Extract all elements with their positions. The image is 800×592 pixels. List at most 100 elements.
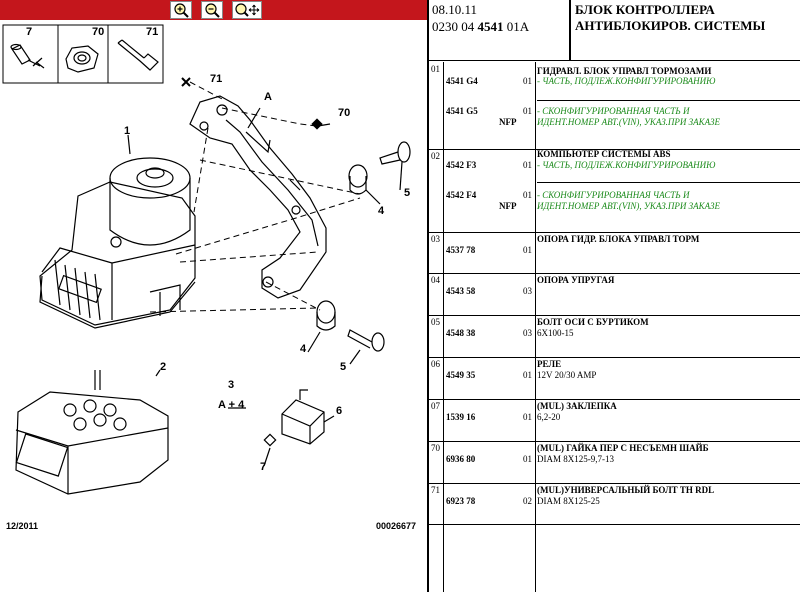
parts-header: 08.10.11 0230 04 4541 01A БЛОК КОНТРОЛЛЕ…: [429, 0, 800, 61]
part-70-marker: [311, 118, 323, 130]
filler-col-num: [429, 525, 444, 592]
exploded-parts-diagram: 7 70 71 1 2 3 A + 4 4 4 5 5 6 7 70 71 A: [2, 24, 411, 495]
part-ref[interactable]: 1539 16: [446, 412, 476, 422]
parts-row-70[interactable]: 70 6936 80 01 (MUL) ГАЙКА ПЕР С НЕСЪЕМН …: [429, 441, 800, 484]
part-6-relay: [281, 389, 325, 445]
part-ref[interactable]: 6936 80: [446, 454, 476, 464]
callout-5-upper: 5: [404, 187, 410, 199]
part-qty: 01: [523, 370, 532, 380]
parts-row-06[interactable]: 06 4549 35 01 РЕЛЕ 12V 20/30 AMP: [429, 357, 800, 400]
part-note: - ЧАСТЬ, ПОДЛЕЖ.КОНФИГУРИРОВАНИЮ: [537, 160, 716, 170]
part-1-abs-assembly: [39, 157, 196, 329]
item-number: 06: [431, 359, 440, 369]
part-5-upper-bolt: [379, 141, 411, 165]
parts-row-03[interactable]: 03 4537 78 01 ОПОРА ГИДР. БЛОКА УПРАВЛ Т…: [429, 232, 800, 274]
part-title: ОПОРА УПРУГАЯ: [537, 275, 615, 285]
title-line-2: АНТИБЛОКИРОВ. СИСТЕМЫ: [575, 18, 766, 33]
part-note: - СКОНФИГУРИРОВАННАЯ ЧАСТЬ И: [537, 106, 690, 116]
item-number: 71: [431, 485, 440, 495]
part-ref[interactable]: 4541 G4: [446, 76, 478, 86]
part-desc: DIAM 8X125-9,7-13: [537, 454, 614, 464]
ref-prefix: 0230 04: [432, 19, 475, 34]
parts-row-07[interactable]: 07 1539 16 01 (MUL) ЗАКЛЕПКА 6,2-20: [429, 399, 800, 442]
item-number: 02: [431, 151, 440, 161]
header-meta: 08.10.11 0230 04 4541 01A: [429, 0, 571, 60]
callout-71: 71: [210, 73, 222, 85]
magnifier-plus-icon: [174, 3, 189, 18]
parts-list-pane: 08.10.11 0230 04 4541 01A БЛОК КОНТРОЛЛЕ…: [429, 0, 800, 592]
part-4-upper-mount: [348, 164, 368, 195]
parts-row-04[interactable]: 04 4543 58 03 ОПОРА УПРУГАЯ: [429, 273, 800, 316]
part-qty: 01: [523, 160, 532, 170]
callout-4-lower: 4: [300, 343, 307, 355]
part-title: ГИДРАВЛ. БЛОК УПРАВЛ ТОРМОЗАМИ: [537, 66, 712, 76]
ref-bold: 4541: [477, 19, 504, 34]
part-7-rivet: [263, 433, 277, 447]
header-title: БЛОК КОНТРОЛЛЕРА АНТИБЛОКИРОВ. СИСТЕМЫ: [575, 2, 765, 34]
item-number: 05: [431, 317, 440, 327]
part-71-marker: [181, 77, 191, 87]
diagram-pane: 7 70 71 1 2 3 A + 4 4 4 5 5 6 7 70 71 A …: [0, 0, 427, 531]
part-title: КОМПЬЮТЕР СИСТЕМЫ ABS: [537, 149, 671, 159]
part-qty: 01: [523, 412, 532, 422]
part-ref[interactable]: 6923 78: [446, 496, 476, 506]
callout-A: A: [264, 91, 272, 103]
item-number: 04: [431, 275, 440, 285]
part-ref[interactable]: 4542 F4: [446, 190, 477, 200]
part-ref[interactable]: 4537 78: [446, 245, 476, 255]
part-title: БОЛТ ОСИ С БУРТИКОМ: [537, 317, 649, 327]
legend-item-71: [107, 24, 164, 84]
parts-row-05[interactable]: 05 4548 38 03 БОЛТ ОСИ С БУРТИКОМ 6X100-…: [429, 315, 800, 358]
part-qty: 01: [523, 454, 532, 464]
part-title: РЕЛЕ: [537, 359, 562, 369]
ref-suffix: 01A: [506, 19, 530, 34]
pane-divider: [427, 0, 429, 592]
part-qty: 02: [523, 496, 532, 506]
drawing-number: 00026677: [376, 521, 417, 531]
callout-3-sub: A + 4: [218, 399, 245, 411]
item-number: 07: [431, 401, 440, 411]
filler-col-qty: [521, 525, 536, 592]
part-desc: 6,2-20: [537, 412, 561, 422]
part-note: ИДЕНТ.НОМЕР АВТ.(VIN), УКАЗ.ПРИ ЗАКАЗЕ: [537, 201, 720, 211]
part-5-lower-bolt: [347, 329, 385, 352]
parts-row-02[interactable]: 02 4542 F3 01 КОМПЬЮТЕР СИСТЕМЫ ABS - ЧА…: [429, 149, 800, 233]
item-number: 03: [431, 234, 440, 244]
callout-5-lower: 5: [340, 361, 346, 373]
part-ref[interactable]: 4549 35: [446, 370, 476, 380]
part-qty: 01: [523, 245, 532, 255]
legend-label-7: 7: [26, 26, 32, 38]
part-desc: 6X100-15: [537, 328, 574, 338]
date-code: 12/2011: [6, 521, 39, 531]
title-line-1: БЛОК КОНТРОЛЛЕРА: [575, 2, 715, 17]
part-ref[interactable]: 4548 38: [446, 328, 476, 338]
callout-6: 6: [336, 405, 342, 417]
callout-7: 7: [260, 461, 266, 473]
magnifier-minus-icon: [205, 3, 220, 18]
pan-button[interactable]: [232, 1, 262, 19]
callout-3: 3: [228, 379, 234, 391]
callout-70: 70: [338, 107, 350, 119]
parts-row-01[interactable]: 01 4541 G4 01 ГИДРАВЛ. БЛОК УПРАВЛ ТОРМО…: [429, 62, 800, 150]
part-title: (MUL) ГАЙКА ПЕР С НЕСЪЕМН ШАЙБ: [537, 443, 709, 453]
part-desc: DIAM 8X125-25: [537, 496, 600, 506]
part-note: ИДЕНТ.НОМЕР АВТ.(VIN), УКАЗ.ПРИ ЗАКАЗЕ: [537, 117, 720, 127]
part-ref[interactable]: 4542 F3: [446, 160, 477, 170]
part-ref[interactable]: 4541 G5: [446, 106, 478, 116]
legend-label-71: 71: [146, 26, 158, 38]
part-note: - ЧАСТЬ, ПОДЛЕЖ.КОНФИГУРИРОВАНИЮ: [537, 76, 716, 86]
nfp-flag: NFP: [499, 201, 517, 211]
zoom-out-button[interactable]: [201, 1, 223, 19]
part-2-base-unit: [15, 370, 169, 495]
callout-2: 2: [160, 361, 166, 373]
part-qty: 01: [523, 106, 532, 116]
magnifier-pan-icon: [235, 3, 260, 17]
part-A-bracket: [189, 95, 327, 299]
zoom-toolbar: [0, 0, 427, 20]
item-number: 01: [431, 64, 440, 74]
part-ref[interactable]: 4543 58: [446, 286, 476, 296]
zoom-in-button[interactable]: [170, 1, 192, 19]
item-number: 70: [431, 443, 440, 453]
parts-row-71[interactable]: 71 6923 78 02 (MUL)УНИВЕРСАЛЬНЫЙ БОЛТ TH…: [429, 483, 800, 525]
header-date: 08.10.11: [432, 2, 478, 17]
